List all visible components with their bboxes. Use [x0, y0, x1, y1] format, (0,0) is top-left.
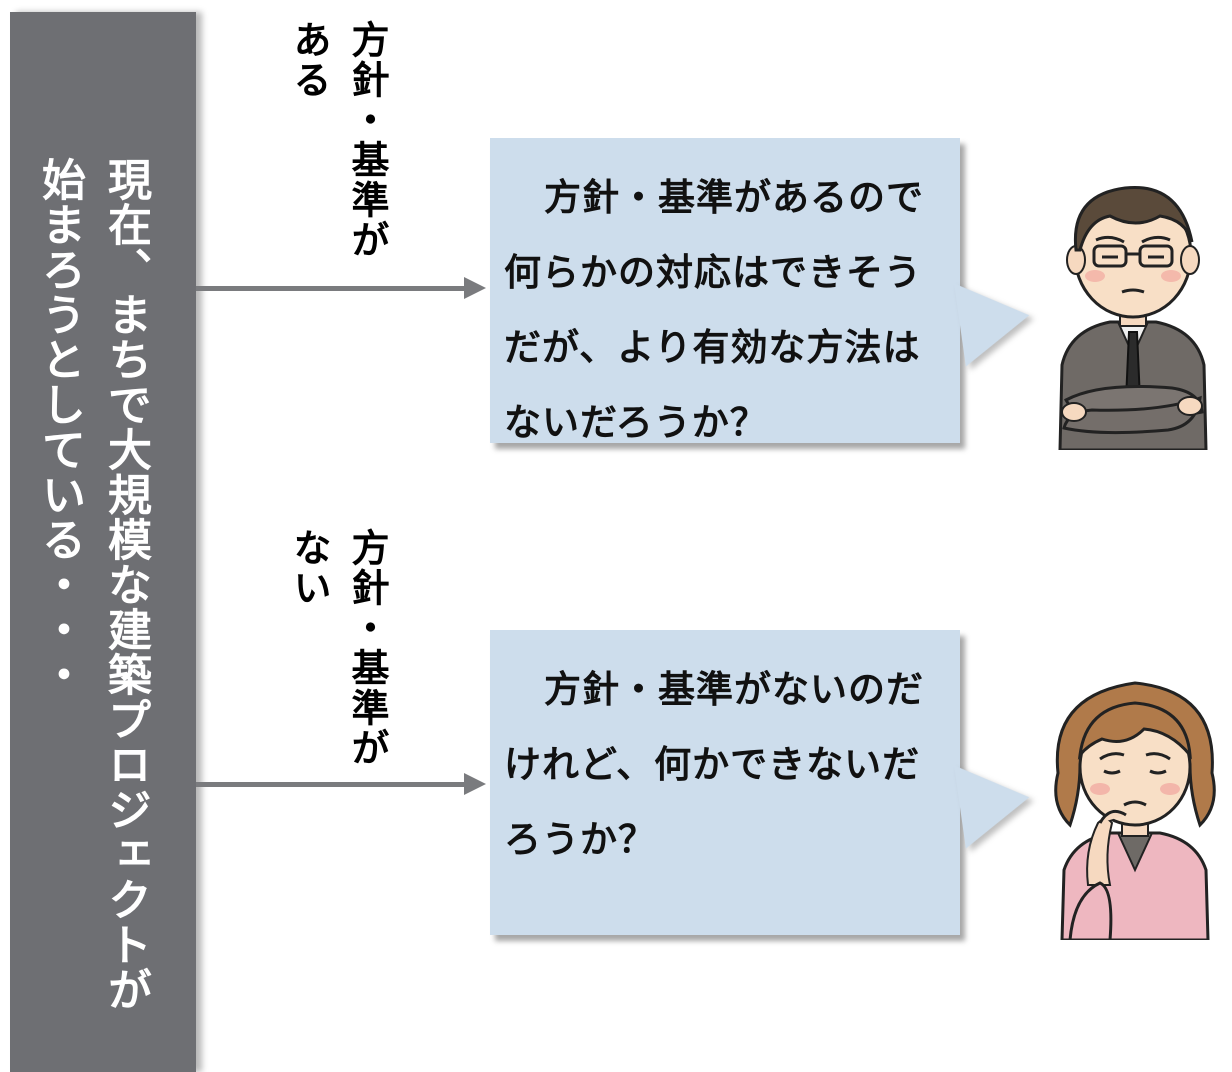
branch-label-with-policy: 方針・基準が ある: [287, 20, 389, 260]
bubble-tail: [954, 273, 1036, 367]
arrow-to-bubble-2: [196, 773, 486, 795]
situation-banner: 現在、まちで大規模な建築プロジェクトが 始まろうとしている・・・: [10, 12, 196, 1072]
branch-label-without-policy: 方針・基準が ない: [287, 528, 389, 768]
bubble-text: 方針・基準があるので何らかの対応はできそうだが、より有効な方法はないだろうか？: [504, 176, 924, 444]
man-arms-crossed-icon: [1058, 185, 1208, 450]
woman-worried-icon: [1054, 681, 1216, 940]
bubble-text: 方針・基準がないのだけれど、何かできないだろうか？: [504, 668, 924, 861]
arrow-to-bubble-1: [196, 277, 486, 299]
bubble-tail: [954, 755, 1036, 849]
speech-bubble-without-policy: 方針・基準がないのだけれど、何かできないだろうか？: [490, 630, 1036, 935]
situation-text: 現在、まちで大規模な建築プロジェクトが 始まろうとしている・・・: [34, 157, 151, 1012]
speech-bubble-with-policy: 方針・基準があるので何らかの対応はできそうだが、より有効な方法はないだろうか？: [490, 138, 1036, 444]
